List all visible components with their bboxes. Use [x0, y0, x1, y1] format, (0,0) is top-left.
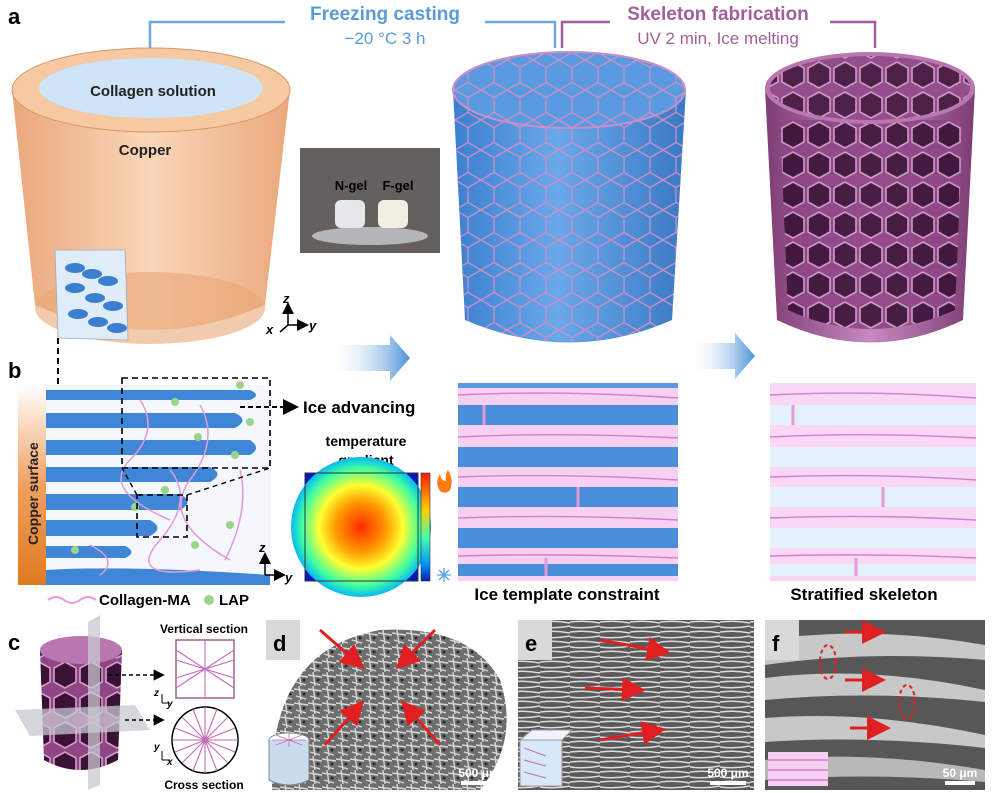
stratified-skeleton-panel [769, 383, 977, 581]
bracket-mask-1 [285, 0, 485, 48]
axis-x-label: x [265, 322, 274, 337]
zoom-box-large [121, 377, 271, 469]
axis-y-label: y [308, 318, 317, 333]
collagen-legend-swatch [47, 596, 97, 604]
snowflake-icon [437, 568, 451, 582]
skeleton-title: Skeleton fabrication [627, 4, 809, 25]
panel-a-letter: a [8, 4, 21, 29]
skeleton-condition: UV 2 min, Ice melting [637, 29, 799, 48]
scale-bar-d: 500 μm [458, 766, 499, 780]
sem-image-f [765, 620, 985, 790]
gel-photo: N-gel F-gel [300, 148, 440, 253]
sem-image-e [518, 620, 754, 790]
axis-b-z-label: z [258, 540, 266, 555]
process-arrow-2 [690, 333, 755, 379]
axis-triad-a: z y x [265, 291, 317, 337]
vertical-section-label: Vertical section [160, 622, 248, 636]
axis-triad-b: z y [258, 540, 293, 585]
panel-c-letter: c [8, 630, 20, 655]
copper-label: Copper [119, 142, 172, 159]
gradient-colorbar [420, 472, 431, 582]
fire-icon [437, 470, 452, 493]
lap-legend-swatch [204, 595, 214, 605]
cross-section-diagram [171, 706, 239, 774]
stratified-caption: Stratified skeleton [790, 585, 937, 604]
sem-image-d [266, 620, 507, 790]
axis-c1-z: z [153, 688, 159, 699]
sectioned-cylinder [15, 615, 150, 790]
skeleton-cylinder [765, 52, 975, 343]
ice-template-panel [457, 383, 679, 581]
axis-b-y-label: y [284, 570, 293, 585]
gradient-title-1: temperature [326, 433, 407, 449]
freezing-title: Freezing casting [310, 4, 460, 25]
lap-legend-label: LAP [219, 592, 249, 609]
bracket-mask-2 [610, 0, 830, 48]
freezing-condition: −20 °C 3 h [345, 29, 426, 48]
ice-lamellae-schematic [46, 381, 271, 585]
ice-advancing-label: Ice advancing [303, 398, 415, 417]
gradient-map-border [304, 472, 419, 582]
collagen-legend-label: Collagen-MA [99, 592, 191, 609]
axis-triad-c2: y x [153, 742, 173, 768]
panel-e-letter: e [525, 631, 537, 656]
axis-triad-c1: z y [153, 688, 173, 710]
ice-template-cylinder [452, 51, 686, 343]
ice-template-caption: Ice template constraint [474, 585, 660, 604]
panel-f-letter: f [772, 631, 780, 656]
copper-surface-bar [18, 385, 46, 585]
f-gel-label: F-gel [382, 178, 413, 193]
zoom-box-small [136, 494, 188, 538]
vertical-section-diagram [175, 639, 235, 699]
cross-section-label: Cross section [164, 778, 243, 792]
panel-b-letter: b [8, 358, 21, 383]
panel-d-letter: d [273, 631, 286, 656]
axis-z-label: z [282, 291, 290, 306]
collagen-solution-label: Collagen solution [90, 83, 216, 100]
zoom-link-right [186, 467, 271, 496]
process-arrow-1 [330, 335, 410, 381]
axis-c2-x: x [166, 757, 173, 768]
copper-mold: Collagen solution Copper [11, 47, 291, 344]
n-gel-label: N-gel [335, 178, 368, 193]
scale-bar-f: 50 μm [943, 766, 978, 780]
copper-surface-label: Copper surface [25, 442, 41, 545]
scale-bar-e: 500 μm [707, 766, 748, 780]
axis-c2-y: y [153, 742, 160, 753]
gradient-map [291, 457, 431, 597]
axis-c1-y: y [166, 699, 173, 710]
